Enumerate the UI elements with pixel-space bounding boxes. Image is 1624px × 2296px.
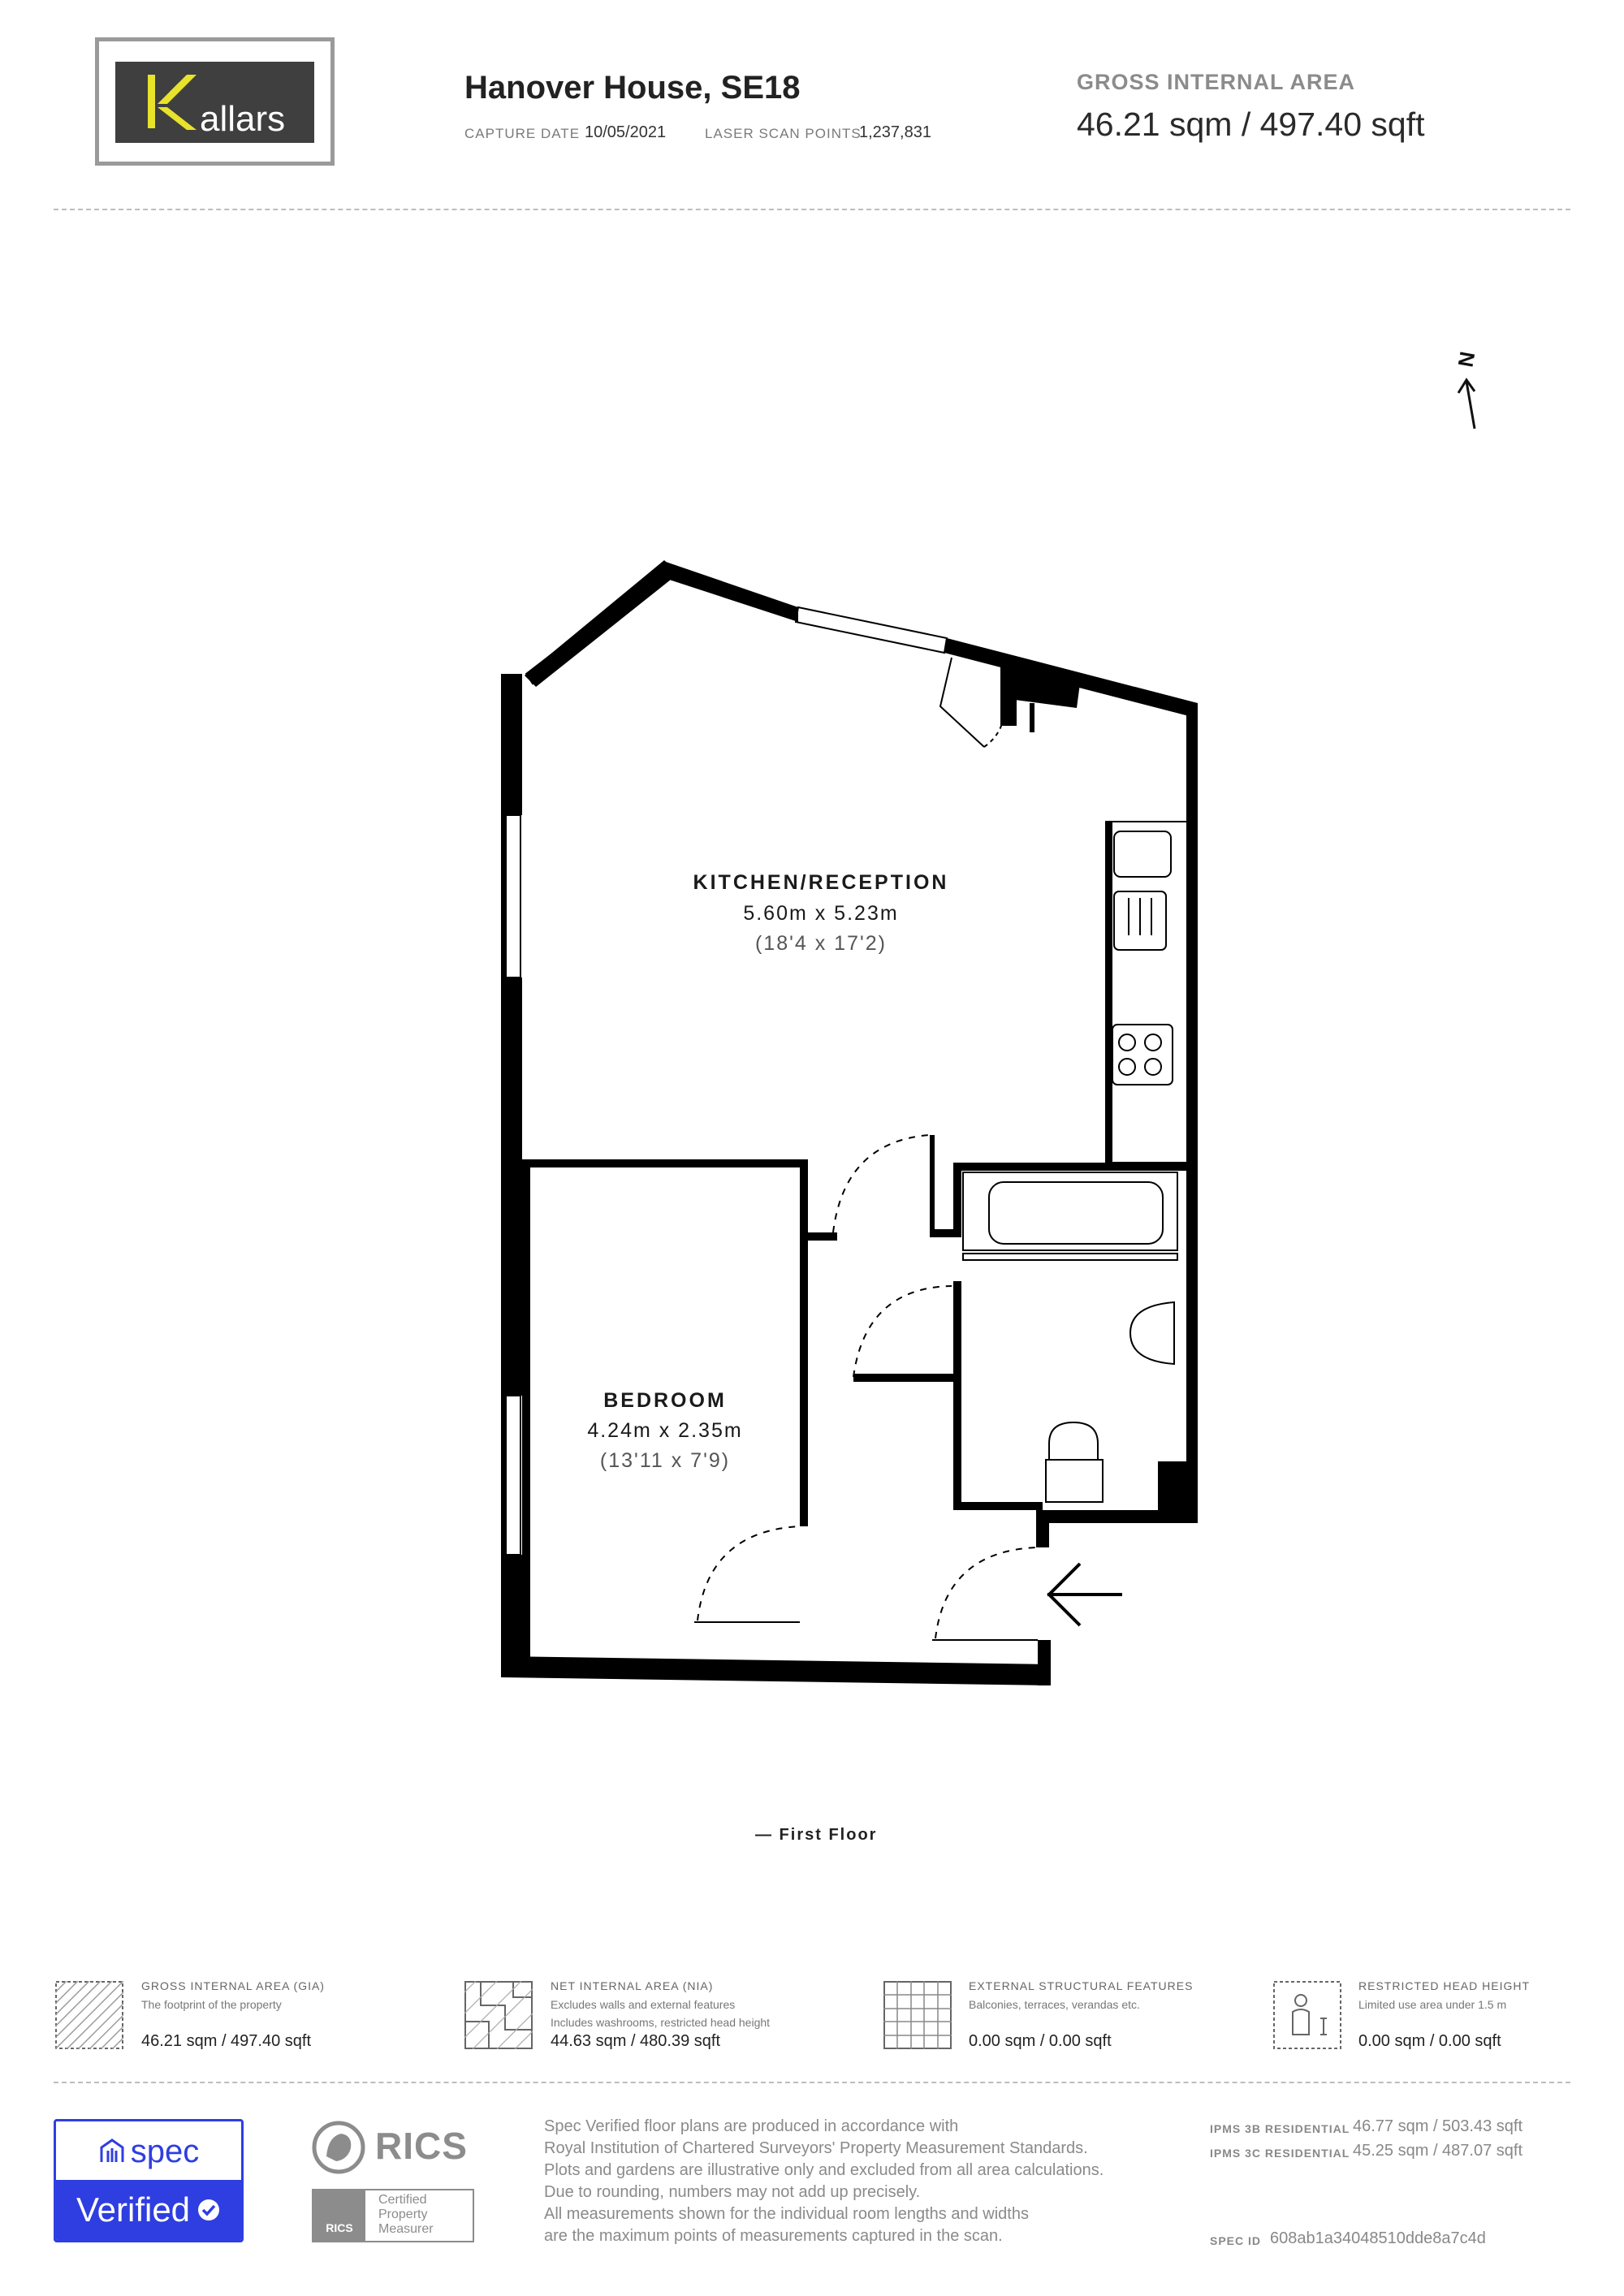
disclaimer-line: Due to rounding, numbers may not add up …: [544, 2183, 921, 2201]
spec-brand: spec: [56, 2121, 241, 2182]
exterior-walls: [501, 560, 1198, 1685]
legend-external-value: 0.00 sqm / 0.00 sqft: [969, 2032, 1112, 2050]
disclaimer-line: Spec Verified floor plans are produced i…: [544, 2117, 959, 2135]
laser-scan-label: LASER SCAN POINTS: [705, 126, 862, 141]
capture-date-label: CAPTURE DATE: [464, 126, 581, 141]
rics-cert-line-3: Measurer: [378, 2222, 434, 2236]
gia-hatch-icon: [55, 1981, 123, 2049]
spec-id-value: 608ab1a34048510dde8a7c4d: [1270, 2229, 1486, 2247]
grid-icon: [883, 1981, 952, 2049]
spec-home-icon: [100, 2138, 124, 2162]
logo-text: allars: [200, 99, 286, 139]
ipms-3b-label: IPMS 3B RESIDENTIAL: [1210, 2122, 1350, 2135]
compass-n-label: N: [1453, 350, 1480, 369]
spec-brand-text: spec: [130, 2133, 200, 2169]
legend-nia-value: 44.63 sqm / 480.39 sqft: [551, 2032, 721, 2050]
gross-internal-area-value: 46.21 sqm / 497.40 sqft: [1077, 106, 1425, 143]
rics-small-text: RICS: [326, 2221, 353, 2234]
rics-cert-line-2: Property: [378, 2208, 428, 2221]
floor-label: — First Floor: [755, 1826, 878, 1844]
rics-certified-badge: RICS Certified Property Measurer: [312, 2189, 474, 2242]
windows: [505, 568, 948, 1556]
room-imperial-kitchen: (18'4 x 17'2): [754, 932, 887, 955]
door-swings: [694, 1134, 1039, 1641]
footer-divider: [54, 2082, 1570, 2083]
room-metric-bedroom: 4.24m x 2.35m: [587, 1419, 743, 1442]
rics-cert-line-1: Certified: [378, 2193, 427, 2207]
spec-verified-badge: spec Verified: [54, 2119, 244, 2242]
interior-walls: [522, 703, 1190, 1674]
legend-gia-title: GROSS INTERNAL AREA (GIA): [141, 1979, 325, 1992]
spec-verified-text: Verified: [76, 2190, 191, 2229]
disclaimer-line: are the maximum points of measurements c…: [544, 2227, 1003, 2245]
disclaimer-line: Plots and gardens are illustrative only …: [544, 2161, 1104, 2179]
disclaimer-line: Royal Institution of Chartered Surveyors…: [544, 2139, 1088, 2157]
room-metric-kitchen: 5.60m x 5.23m: [743, 902, 899, 925]
legend-external-desc: Balconies, terraces, verandas etc.: [969, 1998, 1140, 2011]
rics-small-logo: RICS: [313, 2190, 365, 2241]
bathroom-fixtures: [962, 1172, 1178, 1503]
ipms-3b-value: 46.77 sqm / 503.43 sqft: [1353, 2117, 1523, 2135]
property-title: Hanover House, SE18: [464, 70, 801, 106]
ipms-3c-label: IPMS 3C RESIDENTIAL: [1210, 2147, 1350, 2160]
rics-wordmark: RICS: [375, 2125, 468, 2167]
nia-hatch-icon: [464, 1981, 533, 2049]
person-height-icon: [1273, 1981, 1341, 2049]
disclaimer: Spec Verified floor plans are produced i…: [544, 2116, 1194, 2247]
laser-scan-value: 1,237,831: [859, 123, 931, 141]
legend-restricted-value: 0.00 sqm / 0.00 sqft: [1358, 2032, 1501, 2050]
gross-internal-area-label: GROSS INTERNAL AREA: [1077, 70, 1356, 94]
header-divider: [54, 209, 1570, 210]
compass-north-arrow-icon: N: [1453, 350, 1480, 429]
spec-id-label: SPEC ID: [1210, 2234, 1262, 2247]
disclaimer-line: All measurements shown for the individua…: [544, 2205, 1029, 2223]
logo-k-mark-icon: [148, 75, 197, 130]
room-name-kitchen: KITCHEN/RECEPTION: [693, 871, 949, 894]
legend-restricted-desc: Limited use area under 1.5 m: [1358, 1998, 1507, 2011]
spec-verified-bar: Verified: [56, 2180, 241, 2240]
legend-nia-desc-1: Excludes walls and external features: [551, 1998, 736, 2011]
room-name-bedroom: BEDROOM: [603, 1389, 727, 1412]
legend-nia-title: NET INTERNAL AREA (NIA): [551, 1979, 714, 1992]
ipms-3c-value: 45.25 sqm / 487.07 sqft: [1353, 2142, 1523, 2160]
verified-check-icon: [198, 2199, 220, 2220]
legend-nia-desc-2: Includes washrooms, restricted head heig…: [551, 2016, 771, 2029]
rics-cert-text: Certified Property Measurer: [378, 2193, 434, 2237]
rics-lion-icon: [312, 2121, 365, 2174]
capture-date-value: 10/05/2021: [585, 123, 667, 141]
legend-gia-value: 46.21 sqm / 497.40 sqft: [141, 2032, 312, 2050]
legend-gia-desc: The footprint of the property: [141, 1998, 282, 2011]
kitchen-counter: [1105, 821, 1188, 1163]
entrance-arrow-icon: [1047, 1562, 1122, 1627]
room-imperial-bedroom: (13'11 x 7'9): [599, 1449, 731, 1472]
legend-external-title: EXTERNAL STRUCTURAL FEATURES: [969, 1979, 1194, 1992]
closet-door: [939, 657, 1005, 748]
legend-restricted-title: RESTRICTED HEAD HEIGHT: [1358, 1979, 1531, 1992]
logo-background: allars: [115, 62, 314, 143]
company-logo: allars: [95, 37, 335, 166]
